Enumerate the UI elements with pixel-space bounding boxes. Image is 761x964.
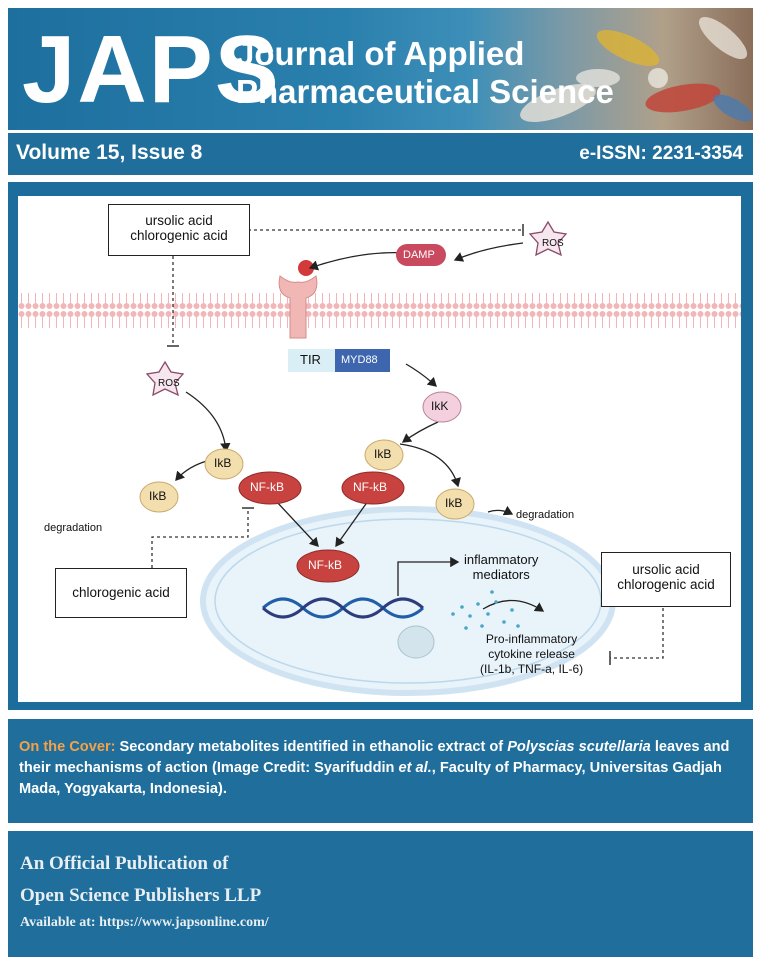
ikb-right <box>364 439 404 471</box>
damp-pill <box>396 244 446 266</box>
ikk-label: IkK <box>431 399 449 413</box>
eissn: e-ISSN: 2231-3354 <box>579 143 743 164</box>
inhibitor-top-left-line2: chlorogenic acid <box>130 228 228 243</box>
pills-image <box>520 16 753 122</box>
journal-title-line2: Pharmaceutical Science <box>236 73 614 110</box>
ikb-left-label: IkB <box>214 456 232 470</box>
tir-box <box>288 349 335 372</box>
inhibitor-box-top-left: ursolic acid chlorogenic acid <box>108 204 250 256</box>
inhibitor-right-line1: ursolic acid <box>632 562 700 577</box>
caption-etal: et al. <box>398 760 432 776</box>
caption-part3: , Faculty of Pharmacy, Universitas Gadja… <box>19 760 722 797</box>
pathway-figure: ursolic acid chlorogenic acid chlorogeni… <box>18 196 741 702</box>
header-background <box>8 8 753 130</box>
journal-title-line1: Journal of Applied <box>236 35 525 72</box>
pathway-diagram <box>18 220 741 696</box>
ikb-left-degraded <box>139 481 179 513</box>
volume-bar: Volume 15, Issue 8 e-ISSN: 2231-3354 <box>8 133 753 175</box>
ros-top-label: ROS <box>542 238 564 249</box>
ros-star-top <box>528 220 568 257</box>
inflammatory-mediators: inflammatory mediators <box>464 552 538 582</box>
caption-part2: leaves and their mechanisms of action (I… <box>19 739 730 776</box>
ros-star-left <box>145 360 185 397</box>
myd88-box <box>335 349 390 372</box>
nfkb-nucleus-label: NF-kB <box>308 558 342 572</box>
cytokine-line1: Pro-inflammatory <box>485 632 578 646</box>
ikb-left <box>204 448 244 480</box>
caption-label: On the Cover: <box>19 739 116 755</box>
ros-left-label: ROS <box>158 378 180 389</box>
inflammatory-line1: inflammatory <box>464 552 539 567</box>
cytokine-release: Pro-inflammatory cytokine release (IL-1b… <box>480 632 583 677</box>
nfkb-right <box>341 471 405 505</box>
secreting-cell <box>397 625 435 659</box>
nfkb-left <box>238 471 302 505</box>
nfkb-right-label: NF-kB <box>353 480 387 494</box>
caption-species: Polyscias scutellaria <box>507 739 651 755</box>
dna-helix <box>261 597 425 619</box>
journal-header: JAPS Journal of Applied Pharmaceutical S… <box>8 8 753 130</box>
inflammatory-line2: mediators <box>472 567 530 582</box>
inhibit-line-right <box>610 608 664 659</box>
inhibitor-box-bottom-left: chlorogenic acid <box>55 568 187 618</box>
ikb-right-label: IkB <box>374 447 392 461</box>
journal-logo: JAPS <box>22 16 281 123</box>
caption-part1: Secondary metabolites identified in etha… <box>115 739 508 755</box>
inhibitor-box-right: ursolic acid chlorogenic acid <box>601 552 731 607</box>
cytokine-line3: (IL-1b, TNF-a, IL-6) <box>480 662 584 676</box>
publisher-name: Open Science Publishers LLP <box>20 885 262 906</box>
cytokine-dots <box>451 590 520 630</box>
ikb-right-degraded <box>435 488 475 520</box>
cover-caption: On the Cover: Secondary metabolites iden… <box>8 719 753 823</box>
inhibit-line-bottom <box>151 508 249 574</box>
ikb-left-degraded-label: IkB <box>149 489 167 503</box>
tir-label: TIR <box>300 352 321 367</box>
volume-issue: Volume 15, Issue 8 <box>16 141 203 164</box>
nfkb-left-label: NF-kB <box>250 480 284 494</box>
nfkb-nucleus <box>296 549 360 583</box>
ikb-right-degraded-label: IkB <box>445 496 463 510</box>
publisher-footer: An Official Publication of Open Science … <box>8 831 753 957</box>
damp-label: DAMP <box>403 249 435 261</box>
cytokine-line2: cytokine release <box>488 647 575 661</box>
degradation-left: degradation <box>44 522 103 534</box>
caption-text: On the Cover: Secondary metabolites iden… <box>19 737 744 800</box>
inhibitor-right-line2: chlorogenic acid <box>617 577 715 592</box>
website-link[interactable]: Available at: https://www.japsonline.com… <box>20 915 269 930</box>
myd88-label: MYD88 <box>341 354 378 366</box>
cell-membrane <box>18 292 741 330</box>
inhibitor-top-left-line1: ursolic acid <box>145 213 213 228</box>
degradation-right: degradation <box>516 509 575 521</box>
ikk-blob <box>422 391 462 423</box>
footer-line1: An Official Publication of <box>20 853 229 874</box>
